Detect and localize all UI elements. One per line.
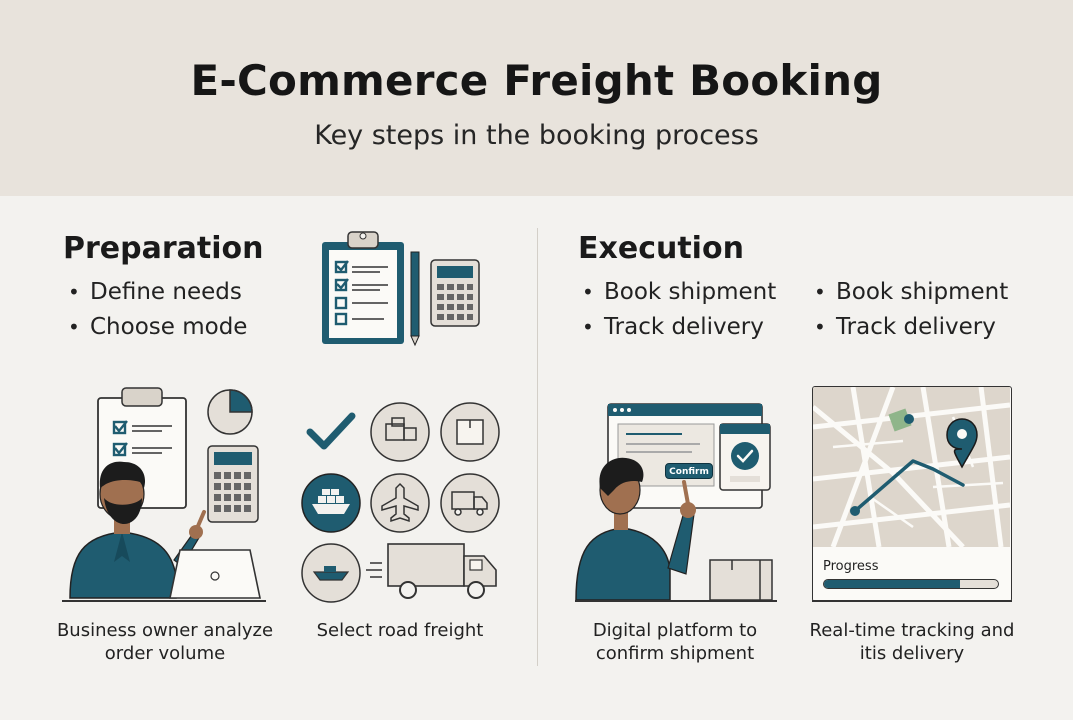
tracking-map-card: Progress bbox=[812, 386, 1012, 602]
check-badge-icon bbox=[719, 423, 771, 491]
package-icon bbox=[440, 402, 500, 462]
progress-fill bbox=[824, 580, 960, 588]
person-illustration bbox=[575, 457, 696, 601]
boxes-icon bbox=[370, 402, 430, 462]
business-owner-illustration bbox=[69, 387, 261, 599]
confirm-button[interactable]: Confirm bbox=[665, 463, 713, 479]
calculator-icon bbox=[430, 259, 480, 327]
pie-chart-icon bbox=[207, 389, 253, 435]
boat-icon bbox=[301, 543, 361, 603]
map-pin-icon bbox=[946, 418, 978, 469]
caption-road-freight: Select road freight bbox=[316, 620, 484, 641]
execution-bullet-2: Track delivery bbox=[582, 314, 764, 340]
progress-label: Progress bbox=[823, 559, 879, 574]
preparation-bullet-1: Define needs bbox=[68, 279, 242, 305]
caption-tracking: Real-time tracking and itis delivery bbox=[809, 620, 1015, 664]
person-illustration bbox=[69, 461, 206, 599]
delivery-van-icon bbox=[440, 473, 500, 533]
transport-mode-grid bbox=[301, 402, 500, 603]
preparation-bullet-2: Choose mode bbox=[68, 314, 247, 340]
ground-line bbox=[812, 600, 1012, 602]
pen-icon bbox=[410, 251, 420, 347]
preparation-title: Preparation bbox=[63, 231, 264, 266]
execution-bullet-1: Book shipment bbox=[582, 279, 776, 305]
page-title: E-Commerce Freight Booking bbox=[190, 56, 883, 105]
digital-platform-illustration: Confirm bbox=[572, 400, 777, 602]
ground-line bbox=[62, 600, 266, 602]
progress-bar bbox=[823, 579, 999, 589]
section-divider bbox=[537, 228, 538, 666]
checkmark-icon bbox=[306, 412, 356, 450]
truck-icon bbox=[366, 543, 497, 599]
header-band: E-Commerce Freight Booking Key steps in … bbox=[0, 0, 1073, 196]
clipboard-checklist-icon bbox=[322, 231, 480, 347]
map-view bbox=[813, 387, 1010, 547]
caption-digital-platform: Digital platform to confirm shipment bbox=[592, 620, 758, 664]
execution-bullet-3: Book shipment bbox=[814, 279, 1008, 305]
laptop-icon bbox=[169, 549, 261, 599]
package-icon bbox=[709, 559, 773, 601]
execution-bullet-4: Track delivery bbox=[814, 314, 996, 340]
execution-title: Execution bbox=[578, 231, 744, 266]
page-subtitle: Key steps in the booking process bbox=[314, 120, 759, 151]
cargo-ship-icon bbox=[301, 473, 361, 533]
airplane-icon bbox=[370, 473, 430, 533]
caption-business-owner: Business owner analyze order volume bbox=[56, 620, 274, 664]
calculator-icon bbox=[207, 445, 259, 523]
ground-line bbox=[575, 600, 777, 602]
